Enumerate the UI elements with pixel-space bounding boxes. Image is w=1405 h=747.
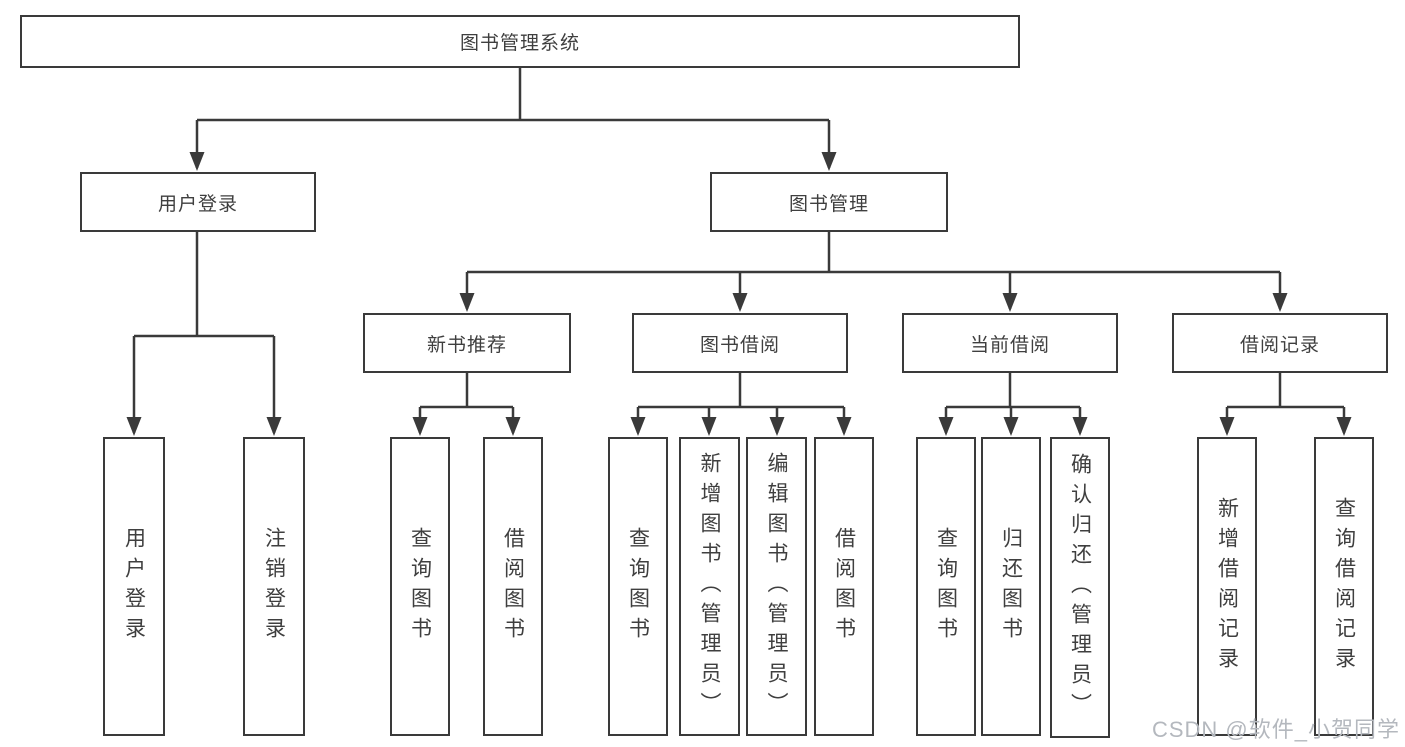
leaf-borrow-add-books-admin: 新增图书（管理员） bbox=[679, 437, 740, 736]
connector-path bbox=[132, 66, 1346, 433]
node-book-mgmt-label: 图书管理 bbox=[788, 193, 869, 215]
leaf-logout-label: 注销登录 bbox=[262, 526, 286, 647]
node-current-borrow: 当前借阅 bbox=[902, 313, 1118, 373]
leaf-borrow-add-books-admin-label: 新增图书（管理员） bbox=[698, 451, 721, 722]
leaf-current-return-books-label: 归还图书 bbox=[999, 526, 1023, 647]
leaf-records-query-label: 查询借阅记录 bbox=[1332, 496, 1356, 677]
node-user-login-label: 用户登录 bbox=[157, 193, 238, 215]
leaf-recommend-borrow-books: 借阅图书 bbox=[483, 437, 543, 736]
leaf-recommend-query-books: 查询图书 bbox=[390, 437, 450, 736]
leaf-borrow-edit-books-admin-label: 编辑图书（管理员） bbox=[765, 451, 788, 722]
leaf-current-return-books: 归还图书 bbox=[981, 437, 1041, 736]
leaf-user-login-label: 用户登录 bbox=[122, 526, 146, 647]
leaf-borrow-borrow-books: 借阅图书 bbox=[814, 437, 874, 736]
node-new-books: 新书推荐 bbox=[363, 313, 571, 373]
leaf-recommend-query-books-label: 查询图书 bbox=[408, 526, 432, 647]
leaf-borrow-borrow-books-label: 借阅图书 bbox=[832, 526, 856, 647]
node-root-label: 图书管理系统 bbox=[459, 33, 580, 54]
node-book-borrow-label: 图书借阅 bbox=[699, 334, 780, 356]
leaf-records-add-label: 新增借阅记录 bbox=[1215, 496, 1239, 677]
node-user-login: 用户登录 bbox=[80, 172, 316, 232]
node-new-books-label: 新书推荐 bbox=[426, 334, 507, 356]
leaf-borrow-query-books: 查询图书 bbox=[608, 437, 668, 736]
node-book-mgmt: 图书管理 bbox=[710, 172, 948, 232]
leaf-borrow-edit-books-admin: 编辑图书（管理员） bbox=[746, 437, 807, 736]
leaf-records-add: 新增借阅记录 bbox=[1197, 437, 1257, 736]
leaf-current-confirm-return-admin-label: 确认归还（管理员） bbox=[1068, 452, 1092, 723]
leaf-current-query-books-label: 查询图书 bbox=[934, 526, 958, 647]
node-borrow-records: 借阅记录 bbox=[1172, 313, 1388, 373]
csdn-watermark: CSDN @软件_小贺同学 bbox=[1151, 717, 1400, 742]
leaf-records-query: 查询借阅记录 bbox=[1314, 437, 1374, 736]
leaf-recommend-borrow-books-label: 借阅图书 bbox=[501, 526, 525, 647]
leaf-logout: 注销登录 bbox=[243, 437, 305, 736]
node-book-borrow: 图书借阅 bbox=[632, 313, 848, 373]
node-root: 图书管理系统 bbox=[20, 15, 1020, 68]
leaf-current-confirm-return-admin: 确认归还（管理员） bbox=[1050, 437, 1110, 738]
leaf-borrow-query-books-label: 查询图书 bbox=[626, 526, 650, 647]
node-current-borrow-label: 当前借阅 bbox=[969, 334, 1050, 356]
leaf-user-login: 用户登录 bbox=[103, 437, 165, 736]
node-borrow-records-label: 借阅记录 bbox=[1239, 334, 1320, 356]
leaf-current-query-books: 查询图书 bbox=[916, 437, 976, 736]
